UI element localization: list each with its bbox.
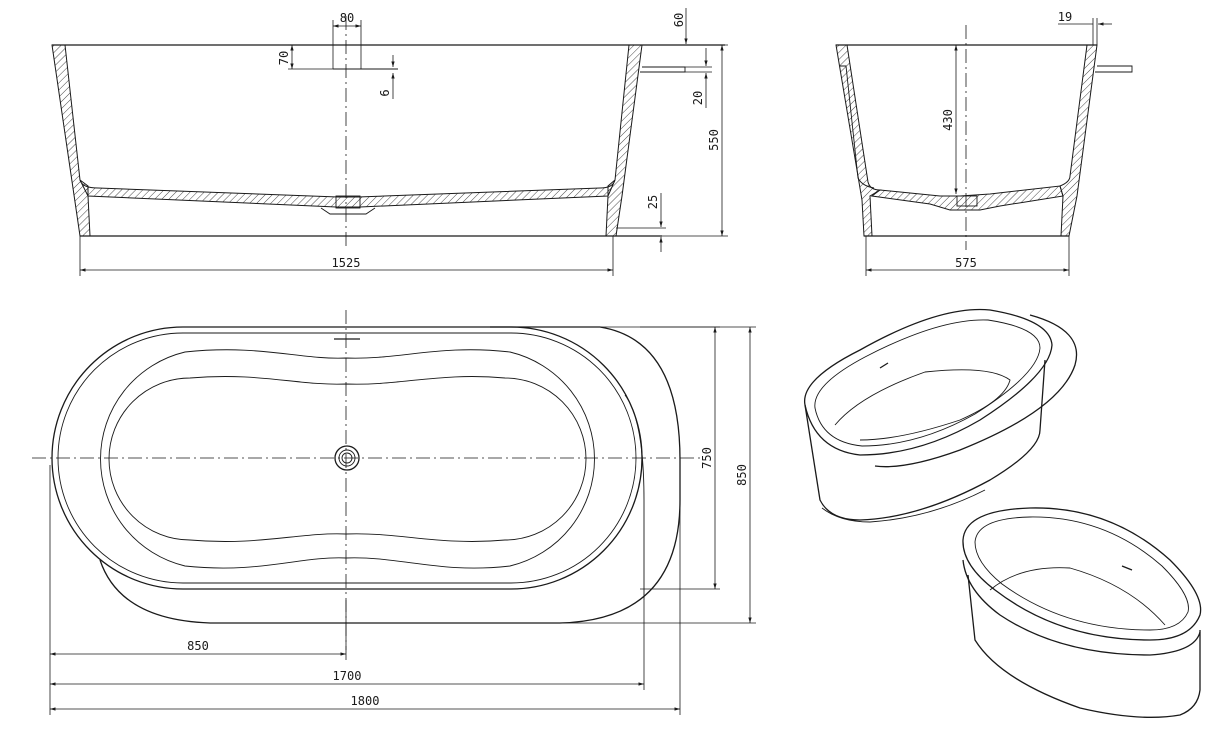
inner-depth-label: 430 — [941, 109, 955, 131]
iso1-overflow — [879, 362, 889, 369]
plan-deck-outline — [99, 326, 681, 624]
cross-drain-fitting — [956, 195, 978, 207]
bottom-shell-section — [79, 179, 616, 208]
right-wall-section — [605, 44, 643, 237]
iso1-basin — [834, 369, 1011, 441]
base-height-label: 25 — [646, 195, 660, 209]
overflow-gap-label: 6 — [378, 89, 392, 96]
plan-outer-width-label: 850 — [735, 464, 749, 486]
iso2-rim-inner — [974, 516, 1189, 631]
cross-left-wall — [835, 44, 882, 237]
overflow-width-label: 80 — [340, 11, 354, 25]
plan-inner-rim — [100, 349, 595, 569]
iso2-body — [967, 574, 1201, 718]
iso1-rim-outer — [804, 308, 1053, 456]
plan-basin-floor — [108, 376, 587, 542]
plan-inner-width-label: 750 — [700, 447, 714, 469]
iso1-rim-inner — [814, 319, 1041, 447]
plan-overall-length-label: 1800 — [351, 694, 380, 708]
deck-thickness-label: 20 — [691, 91, 705, 105]
cross-deck-profile — [1095, 65, 1133, 73]
left-wall-section — [51, 44, 91, 237]
isometric-view-standalone — [962, 507, 1202, 718]
cross-inner-liner — [840, 65, 875, 189]
cross-bottom-shell — [870, 185, 1064, 211]
iso2-basin — [989, 567, 1166, 626]
plan-deck-inner-edge — [624, 394, 645, 600]
cross-section-view: 19 430 575 — [835, 10, 1133, 276]
deck-profile — [640, 66, 686, 73]
section-length-label: 1525 — [332, 256, 361, 270]
iso1-deck — [874, 314, 1078, 468]
cross-width-label: 575 — [955, 256, 977, 270]
plan-half-length-label: 850 — [187, 639, 209, 653]
iso2-overflow — [1121, 565, 1133, 571]
iso1-base — [821, 489, 986, 523]
drain-outer-ring — [334, 445, 360, 471]
cross-deck-label: 19 — [1058, 10, 1072, 24]
iso1-body — [804, 359, 1046, 521]
drain-fitting — [335, 195, 361, 209]
isometric-view-with-deck — [804, 308, 1078, 523]
longitudinal-section-view: 80 70 6 60 20 550 25 1525 — [51, 8, 728, 276]
cross-right-wall — [1059, 44, 1098, 237]
rim-offset-label: 60 — [672, 13, 686, 27]
height-label: 550 — [707, 129, 721, 151]
iso2-rim-outer — [962, 507, 1202, 641]
iso2-band — [962, 559, 1201, 656]
plan-tub-length-label: 1700 — [333, 669, 362, 683]
plan-view: 750 850 850 1700 1800 — [32, 310, 756, 715]
overflow-depth-label: 70 — [277, 51, 291, 65]
drain-recess — [320, 207, 376, 215]
